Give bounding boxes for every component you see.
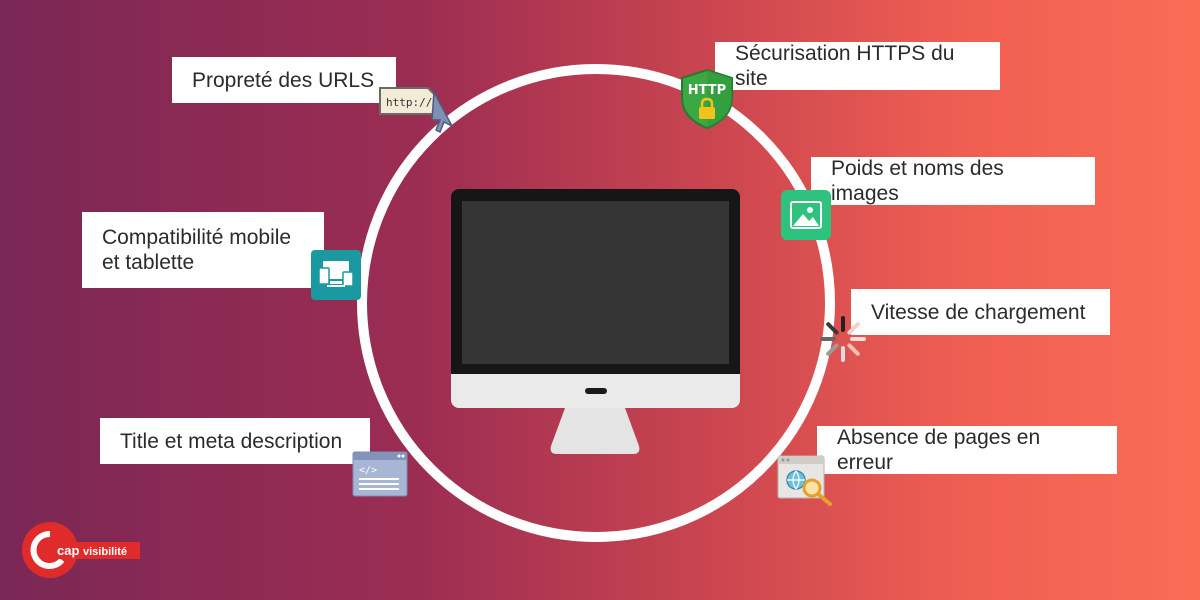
svg-text:visibilité: visibilité (83, 546, 127, 558)
spinner-icon (820, 316, 866, 362)
feature-label-mobile: Compatibilité mobile et tablette (82, 212, 324, 288)
desktop-monitor-icon (451, 189, 740, 457)
svg-text:</>: </> (359, 465, 377, 476)
monitor-stand (550, 408, 640, 454)
feature-label-errors: Absence de pages en erreur (817, 426, 1117, 474)
monitor-screen (462, 201, 729, 364)
svg-text:cap: cap (57, 543, 79, 558)
monitor-bezel (451, 189, 740, 374)
feature-label-images: Poids et noms des images (811, 157, 1095, 205)
devices-icon (311, 250, 361, 300)
code-window-icon: </> (352, 451, 408, 497)
feature-ring (357, 64, 835, 542)
monitor-chin (451, 374, 740, 408)
feature-label-speed: Vitesse de chargement (851, 289, 1110, 335)
feature-label-https: Sécurisation HTTPS du site (715, 42, 1000, 90)
feature-label-meta: Title et meta description (100, 418, 370, 464)
browser-search-icon (777, 455, 832, 506)
monitor-button (585, 388, 607, 394)
shield-lock-icon: HTTP (681, 68, 733, 130)
url-bar-cursor-icon: http:// (379, 87, 454, 134)
svg-text:HTTP: HTTP (688, 83, 726, 98)
cap-visibilite-logo: cap visibilité (22, 522, 140, 578)
image-icon (781, 190, 831, 240)
svg-text:http://: http:// (386, 96, 432, 109)
feature-label-urls: Propreté des URLS (172, 57, 396, 103)
